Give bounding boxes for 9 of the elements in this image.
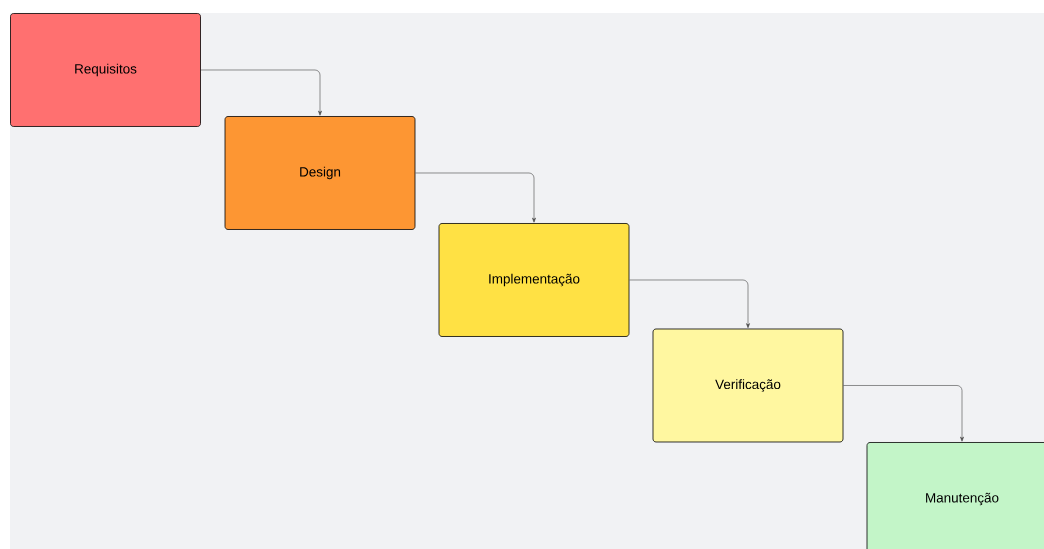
arrow bbox=[843, 385, 964, 442]
process-box: Verificação bbox=[652, 328, 844, 443]
process-box: Manutenção bbox=[866, 442, 1044, 549]
arrow bbox=[629, 279, 750, 329]
process-box: Implementação bbox=[438, 223, 630, 337]
arrow bbox=[200, 69, 322, 116]
process-box: Requisitos bbox=[10, 13, 201, 127]
process-box: Design bbox=[224, 116, 416, 230]
arrow bbox=[415, 172, 536, 223]
